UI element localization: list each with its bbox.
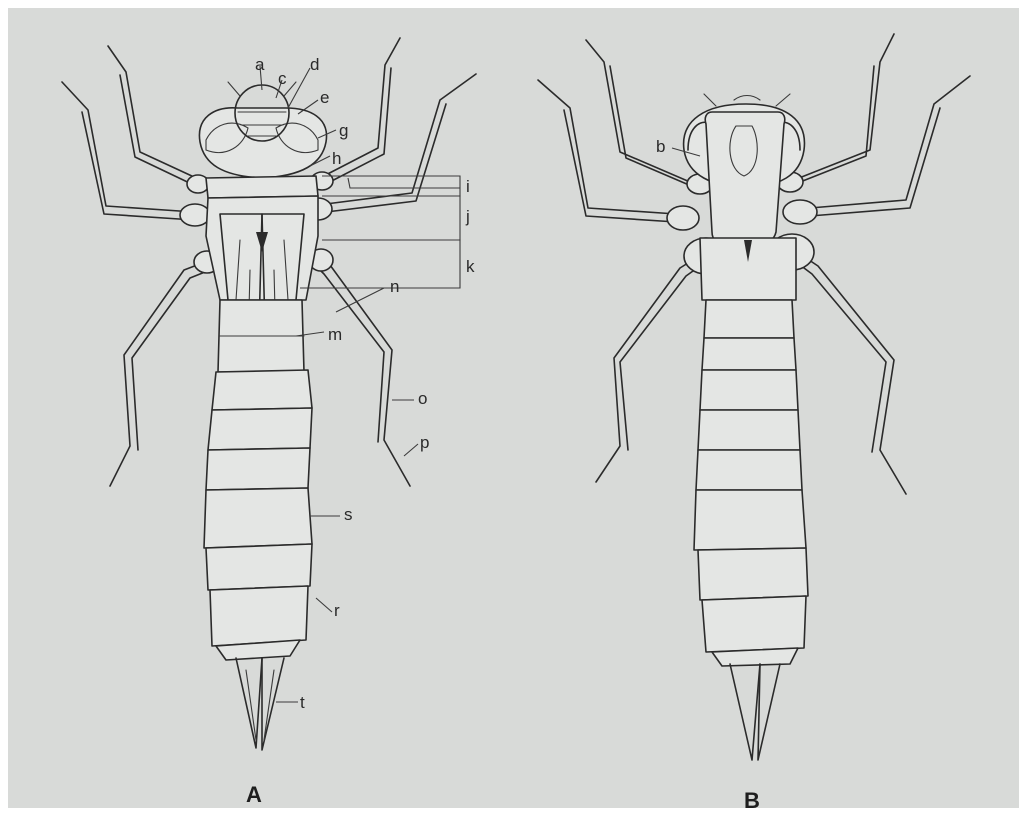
panel-label-a: A <box>246 782 262 807</box>
panel-b-part-labels: b <box>656 137 665 156</box>
part-label-o: o <box>418 389 427 408</box>
part-label-h: h <box>332 149 341 168</box>
part-label-r: r <box>334 601 340 620</box>
part-label-s: s <box>344 505 353 524</box>
part-label-e: e <box>320 88 329 107</box>
part-label-a: a <box>255 55 265 74</box>
part-label-d: d <box>310 55 319 74</box>
panel-label-b: B <box>744 788 760 813</box>
part-label-k: k <box>466 257 475 276</box>
part-label-g: g <box>339 121 348 140</box>
part-label-j: j <box>465 207 470 226</box>
part-label-t: t <box>300 693 305 712</box>
part-label-n: n <box>390 277 399 296</box>
part-label-c: c <box>278 69 287 88</box>
part-label-i: i <box>466 177 470 196</box>
part-label-p: p <box>420 433 429 452</box>
part-label-m: m <box>328 325 342 344</box>
part-label-b: b <box>656 137 665 156</box>
page-photo <box>8 8 1019 808</box>
